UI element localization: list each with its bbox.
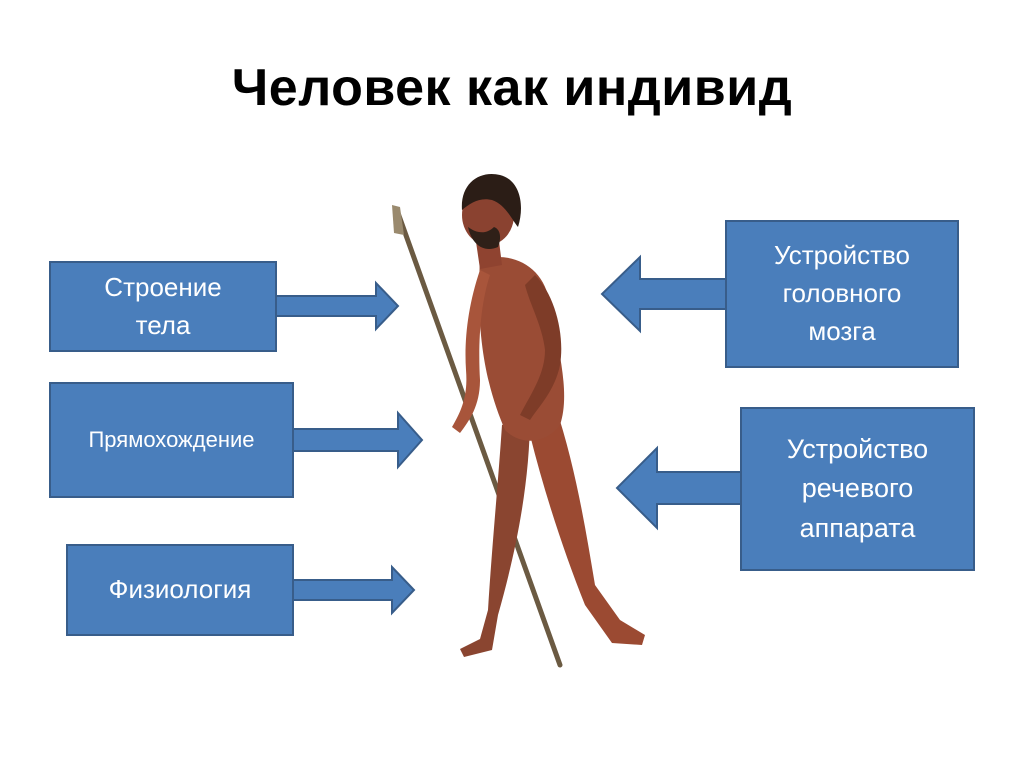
box-speech-apparatus: Устройство речевого аппарата (740, 407, 975, 571)
box-physiology-label: Физиология (108, 574, 252, 605)
box-physiology: Физиология (66, 544, 294, 636)
spear-tip-icon (392, 205, 404, 235)
box-body-structure: Строение тела (49, 261, 277, 352)
box-body-structure-label: Строение тела (104, 271, 222, 340)
back-leg (460, 415, 530, 657)
box-brain-structure-label: Устройство головного мозга (773, 240, 911, 346)
arrow-right-1 (275, 280, 400, 332)
box-brain-structure: Устройство головного мозга (725, 220, 959, 368)
box-upright-walking: Прямохождение (49, 382, 294, 498)
back-arm (520, 275, 562, 420)
arrow-right-2 (291, 410, 424, 470)
spear-icon (395, 210, 563, 668)
beard (468, 227, 501, 249)
early-human-figure (392, 173, 645, 668)
front-arm (452, 270, 490, 433)
arrow-right-3 (291, 564, 416, 616)
front-leg (530, 405, 645, 645)
box-upright-walking-label: Прямохождение (88, 427, 255, 453)
hair (461, 173, 521, 227)
box-speech-apparatus-label: Устройство речевого аппарата (786, 434, 929, 543)
slide-title: Человек как индивид (231, 59, 793, 117)
arrow-left-2 (615, 445, 743, 531)
arrow-left-1 (600, 254, 728, 334)
